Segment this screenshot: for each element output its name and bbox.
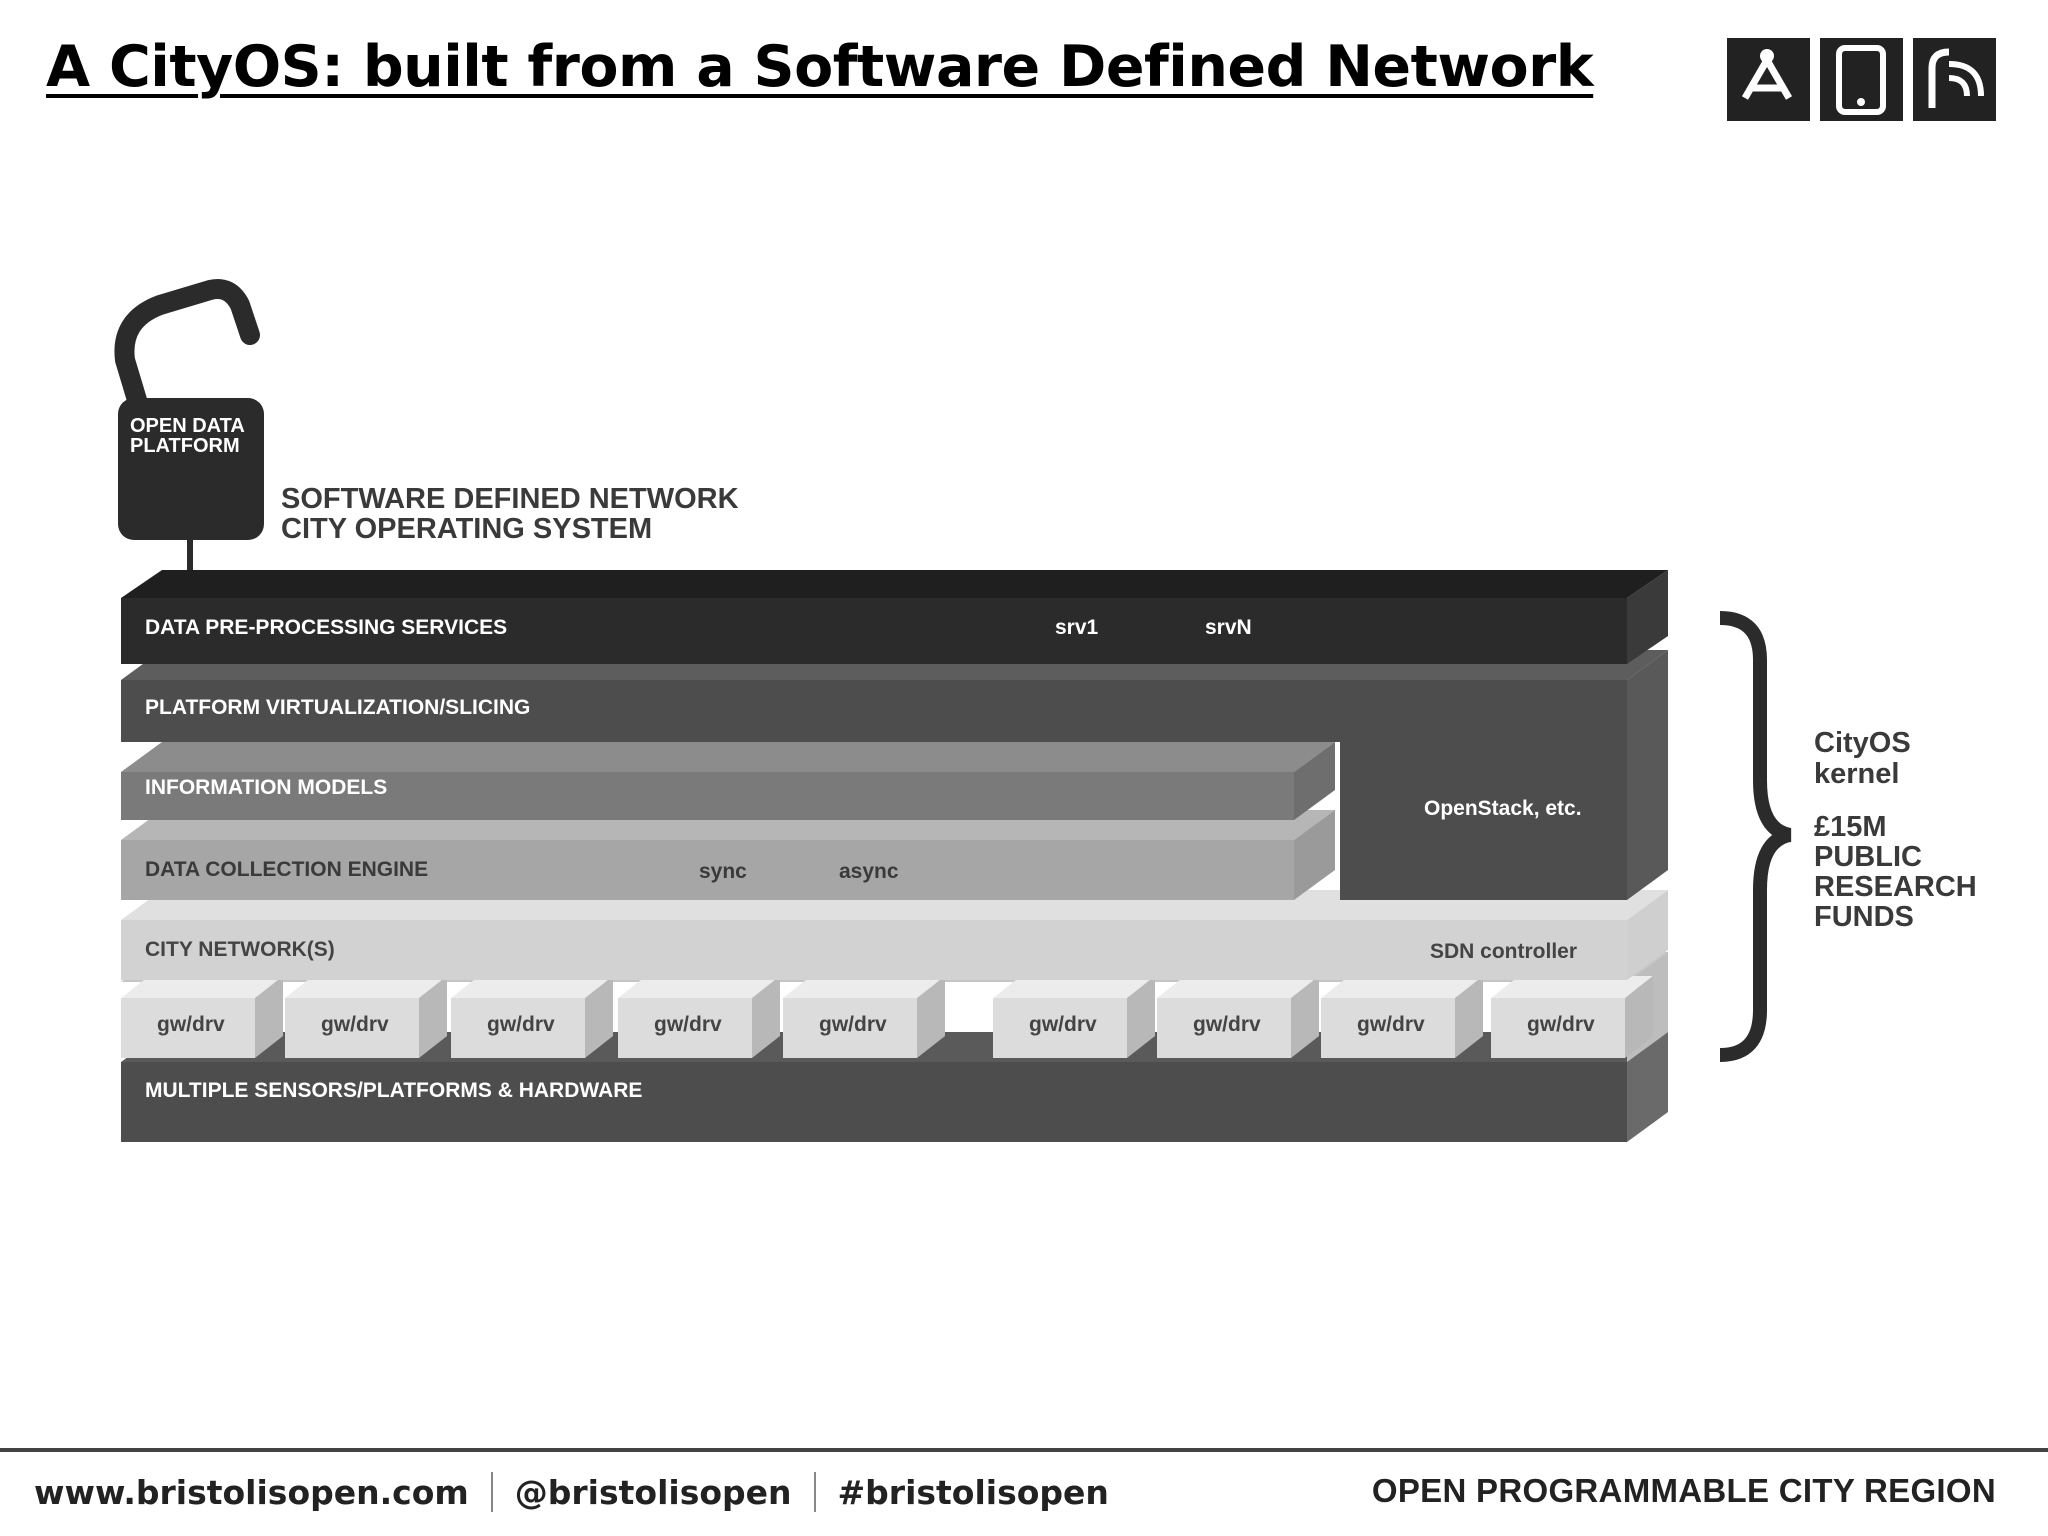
virtualization-label: PLATFORM VIRTUALIZATION/SLICING — [145, 696, 530, 719]
gateway-label: gw/drv — [1029, 1013, 1097, 1036]
gateway-box: gw/drv — [451, 976, 613, 1058]
openstack-label: OpenStack, etc. — [1424, 797, 1582, 820]
sync-label: sync — [699, 860, 747, 883]
gateway-box: gw/drv — [618, 976, 780, 1058]
footer-website-link[interactable]: www.bristolisopen.com — [34, 1472, 469, 1512]
funds-line1: £15M — [1814, 811, 1887, 843]
diagram-heading-line2: CITY OPERATING SYSTEM — [281, 513, 652, 545]
brace-icon — [1719, 611, 1792, 1062]
footer-hashtag[interactable]: #bristolisopen — [837, 1472, 1109, 1512]
gateway-box: gw/drv — [285, 976, 447, 1058]
preprocessing-label: DATA PRE-PROCESSING SERVICES — [145, 616, 507, 639]
diagram-heading-line1: SOFTWARE DEFINED NETWORK — [281, 483, 739, 515]
footer-separator — [813, 1472, 816, 1512]
gateway-box: gw/drv — [121, 976, 283, 1058]
gateway-label: gw/drv — [1193, 1013, 1261, 1036]
gateway-box: gw/drv — [1157, 976, 1319, 1058]
funds-line4: FUNDS — [1814, 901, 1914, 933]
layer-virtualization: PLATFORM VIRTUALIZATION/SLICING OpenStac… — [121, 650, 1668, 900]
funds-line3: RESEARCH — [1814, 871, 1977, 903]
city-networks-label: CITY NETWORK(S) — [145, 938, 335, 961]
gateway-label: gw/drv — [487, 1013, 555, 1036]
layer-information-models: INFORMATION MODELS — [121, 742, 1335, 820]
lock-label-line1: OPEN DATA — [130, 415, 245, 437]
sdn-controller-label: SDN controller — [1430, 940, 1577, 963]
gateway-label: gw/drv — [1357, 1013, 1425, 1036]
gateway-label: gw/drv — [819, 1013, 887, 1036]
footer-links: www.bristolisopen.com @bristolisopen #br… — [34, 1472, 1109, 1512]
layer-city-networks: CITY NETWORK(S) SDN controller — [121, 890, 1668, 980]
footer-twitter-handle[interactable]: @bristolisopen — [514, 1472, 792, 1512]
srvn-label: srvN — [1205, 616, 1252, 639]
open-data-platform-lock-body — [118, 398, 264, 540]
lock-shackle-icon — [114, 279, 260, 420]
bristol-is-open-logo-icon — [1727, 38, 1996, 121]
footer-divider — [0, 1448, 2048, 1452]
footer-tagline: OPEN PROGRAMMABLE CITY REGION — [1371, 1472, 1996, 1509]
gateway-box: gw/drv — [1321, 976, 1483, 1058]
gateway-label: gw/drv — [654, 1013, 722, 1036]
data-collection-label: DATA COLLECTION ENGINE — [145, 858, 428, 881]
srv1-label: srv1 — [1055, 616, 1099, 639]
sensors-label: MULTIPLE SENSORS/PLATFORMS & HARDWARE — [145, 1079, 642, 1102]
funds-line2: PUBLIC — [1814, 841, 1922, 873]
lock-label-line2: PLATFORM — [130, 435, 240, 457]
layer-data-collection: DATA COLLECTION ENGINE sync async — [121, 810, 1335, 900]
gateway-box: gw/drv — [783, 976, 945, 1058]
gateway-label: gw/drv — [321, 1013, 389, 1036]
information-models-label: INFORMATION MODELS — [145, 776, 387, 799]
gateway-label: gw/drv — [1527, 1013, 1595, 1036]
kernel-line1: CityOS — [1814, 727, 1911, 759]
gateway-row: gw/drv gw/drv gw/drv gw/drv gw/drv gw/drv gw/d… — [121, 976, 1653, 1058]
footer-separator — [490, 1472, 493, 1512]
gateway-label: gw/drv — [157, 1013, 225, 1036]
kernel-line2: kernel — [1814, 758, 1899, 790]
slide-title: A CityOS: built from a Software Defined … — [46, 34, 1594, 100]
async-label: async — [839, 860, 899, 883]
gateway-box: gw/drv — [993, 976, 1155, 1058]
gateway-box: gw/drv — [1491, 976, 1653, 1058]
layer-preprocessing: DATA PRE-PROCESSING SERVICES srv1 srvN — [121, 570, 1668, 664]
